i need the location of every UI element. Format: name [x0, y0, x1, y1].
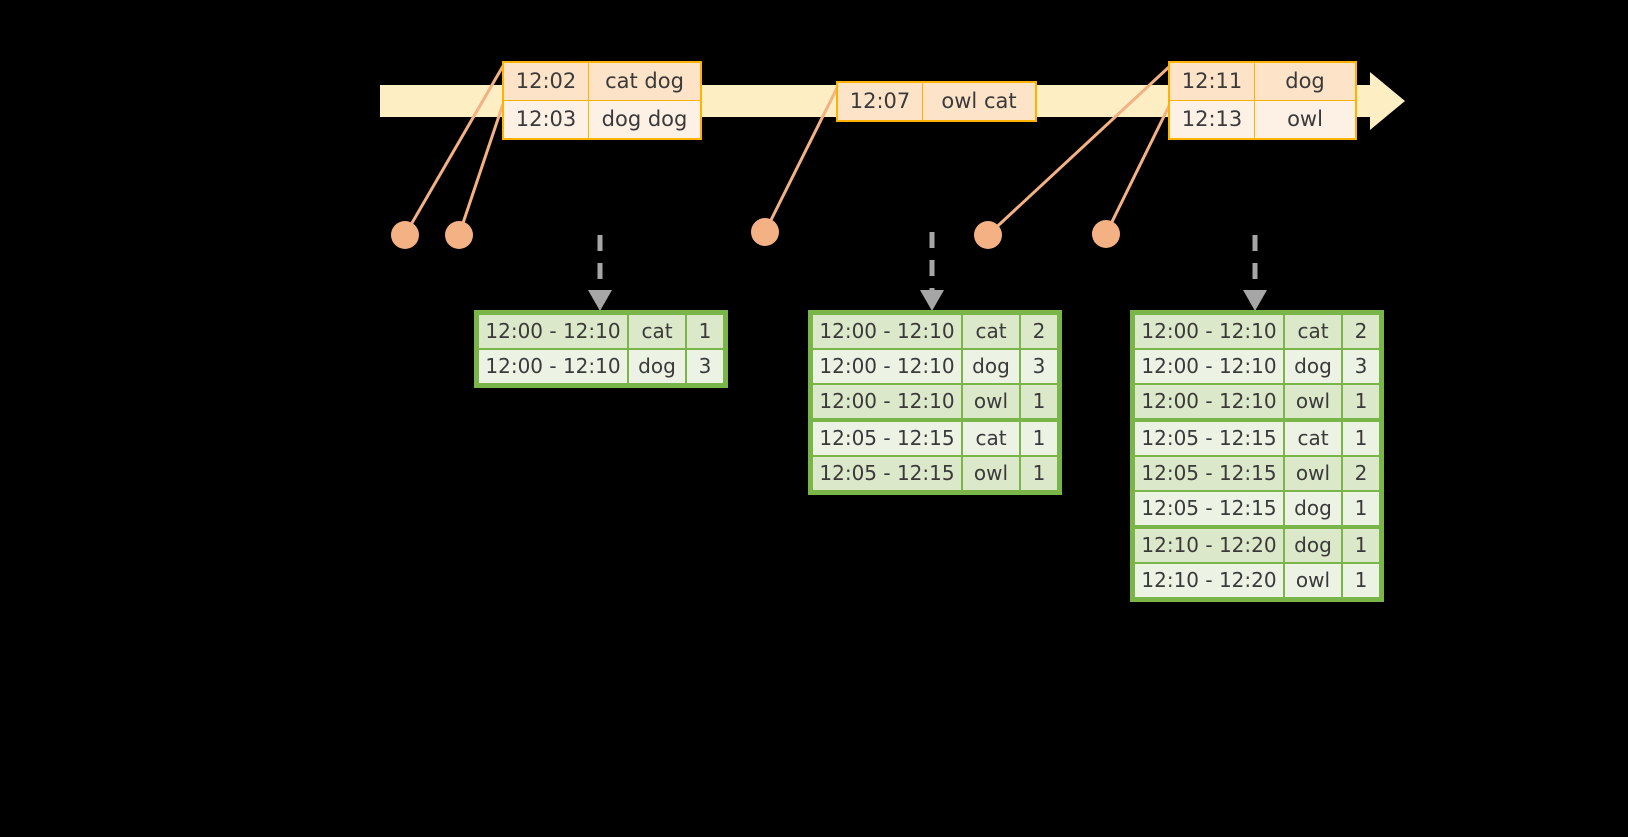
result-count: 2 — [1342, 456, 1380, 491]
result-word: owl — [962, 456, 1020, 491]
result-window: 12:00 - 12:10 — [1134, 314, 1284, 349]
result-window: 12:00 - 12:10 — [812, 384, 962, 419]
event-time: 12:03 — [502, 100, 589, 140]
flow-arrowhead-icon — [920, 290, 944, 311]
event-row: 12:13 owl — [1168, 100, 1357, 140]
event-row: 12:03 dog dog — [502, 100, 702, 140]
result-word: dog — [1284, 526, 1342, 563]
event-time: 12:02 — [502, 61, 589, 101]
result-count: 1 — [1342, 526, 1380, 563]
event-marker-dot — [974, 221, 1002, 249]
result-window: 12:00 - 12:10 — [812, 314, 962, 349]
result-count: 1 — [1342, 563, 1380, 598]
connector-line-2 — [457, 103, 505, 236]
event-words: dog dog — [588, 100, 702, 140]
result-word: cat — [962, 314, 1020, 349]
event-marker-dot — [1092, 220, 1120, 248]
result-window: 12:05 - 12:15 — [1134, 419, 1284, 456]
result-count: 3 — [1342, 349, 1380, 384]
result-word: owl — [1284, 456, 1342, 491]
result-window: 12:05 - 12:15 — [812, 456, 962, 491]
result-count: 1 — [686, 314, 724, 349]
event-row: 12:07 owl cat — [836, 81, 1037, 122]
event-words: owl cat — [922, 81, 1037, 122]
event-time: 12:13 — [1168, 100, 1255, 140]
event-box-2: 12:07 owl cat — [836, 81, 1037, 122]
result-window: 12:05 - 12:15 — [1134, 491, 1284, 526]
result-word: dog — [1284, 491, 1342, 526]
result-word: owl — [1284, 384, 1342, 419]
result-word: cat — [1284, 314, 1342, 349]
result-count: 3 — [1020, 349, 1058, 384]
result-word: cat — [628, 314, 686, 349]
result-window: 12:00 - 12:10 — [1134, 349, 1284, 384]
event-marker-dot — [751, 218, 779, 246]
flow-arrowhead-icon — [588, 290, 612, 311]
event-time: 12:11 — [1168, 61, 1255, 101]
event-words: dog — [1254, 61, 1357, 101]
result-word: owl — [962, 384, 1020, 419]
event-marker-dot — [391, 221, 419, 249]
event-row: 12:11 dog — [1168, 61, 1357, 101]
result-window: 12:10 - 12:20 — [1134, 526, 1284, 563]
result-window: 12:00 - 12:10 — [812, 349, 962, 384]
event-box-1: 12:02 cat dog 12:03 dog dog — [502, 61, 702, 140]
result-count: 2 — [1342, 314, 1380, 349]
result-count: 1 — [1342, 491, 1380, 526]
result-count: 1 — [1342, 384, 1380, 419]
result-count: 3 — [686, 349, 724, 384]
event-box-3: 12:11 dog 12:13 owl — [1168, 61, 1357, 140]
event-time: 12:07 — [836, 81, 923, 122]
result-count: 1 — [1020, 456, 1058, 491]
result-window: 12:00 - 12:10 — [478, 314, 628, 349]
connector-line-3 — [763, 85, 840, 233]
result-window: 12:00 - 12:10 — [478, 349, 628, 384]
result-window: 12:00 - 12:10 — [1134, 384, 1284, 419]
connector-line-5 — [1104, 103, 1172, 235]
result-count: 1 — [1342, 419, 1380, 456]
event-words: cat dog — [588, 61, 702, 101]
event-marker-dot — [445, 221, 473, 249]
result-word: cat — [962, 419, 1020, 456]
event-row: 12:02 cat dog — [502, 61, 702, 101]
flow-arrowhead-icon — [1243, 290, 1267, 311]
result-count: 1 — [1020, 384, 1058, 419]
connector-line-1 — [403, 65, 505, 236]
result-window: 12:05 - 12:15 — [1134, 456, 1284, 491]
connector-line-4 — [986, 64, 1172, 237]
result-word: dog — [962, 349, 1020, 384]
event-words: owl — [1254, 100, 1357, 140]
result-word: dog — [1284, 349, 1342, 384]
result-word: cat — [1284, 419, 1342, 456]
result-word: dog — [628, 349, 686, 384]
result-count: 2 — [1020, 314, 1058, 349]
result-count: 1 — [1020, 419, 1058, 456]
result-window: 12:05 - 12:15 — [812, 419, 962, 456]
result-word: owl — [1284, 563, 1342, 598]
result-window: 12:10 - 12:20 — [1134, 563, 1284, 598]
